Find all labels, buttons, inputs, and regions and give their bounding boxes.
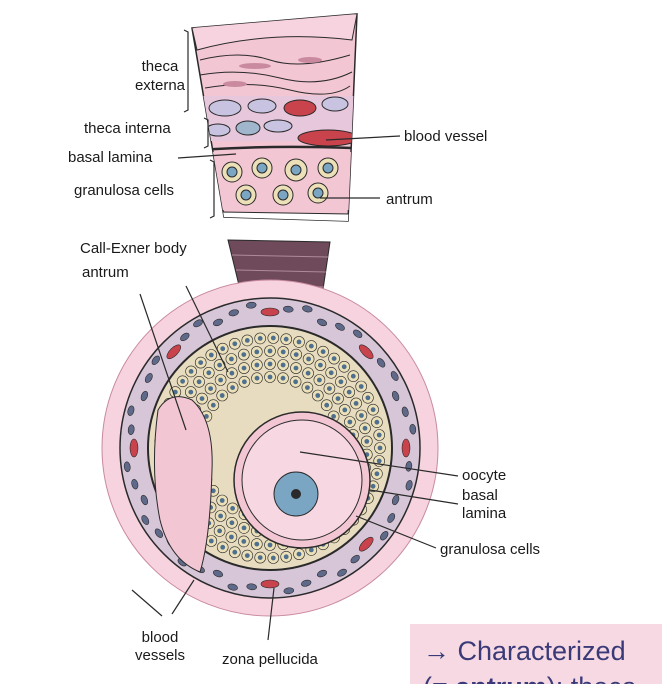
label-oocyte: oocyte bbox=[462, 467, 507, 484]
label-antrum-left: antrum bbox=[82, 264, 129, 281]
label-granulosa-bottom: granulosa cells bbox=[440, 541, 541, 558]
caption-box: → Characterized (= antrum); theca bbox=[410, 624, 662, 684]
wall-section-magnified bbox=[191, 13, 358, 222]
label-antrum-right: antrum bbox=[386, 191, 433, 208]
caption-line2-suffix: ); theca bbox=[547, 672, 637, 684]
label-brackets bbox=[183, 29, 215, 219]
caption-line2: (= antrum); theca bbox=[423, 672, 637, 684]
label-call-exner-body: Call-Exner body bbox=[80, 240, 187, 257]
label-theca-interna: theca interna bbox=[84, 120, 171, 137]
label-basal-lamina-bottom-2: lamina bbox=[462, 505, 507, 522]
label-theca-externa-2: externa bbox=[134, 77, 186, 94]
label-basal-lamina-bottom-1: basal bbox=[462, 487, 498, 504]
caption-line2-prefix: (= bbox=[423, 672, 455, 684]
caption-line2-bold: antrum bbox=[455, 672, 547, 684]
label-zona-pellucida: zona pellucida bbox=[222, 651, 318, 668]
label-blood-vessels-2: vessels bbox=[134, 647, 186, 664]
label-granulosa-top: granulosa cells bbox=[74, 182, 175, 199]
label-blood-vessels-1: blood bbox=[141, 629, 179, 646]
follicle-cross-section bbox=[101, 279, 439, 617]
label-theca-externa-1: theca bbox=[141, 58, 179, 75]
caption-line1: → Characterized bbox=[423, 636, 626, 666]
label-blood-vessel: blood vessel bbox=[404, 128, 488, 145]
leader-lines bbox=[131, 135, 459, 641]
label-basal-lamina-top: basal lamina bbox=[68, 149, 153, 166]
